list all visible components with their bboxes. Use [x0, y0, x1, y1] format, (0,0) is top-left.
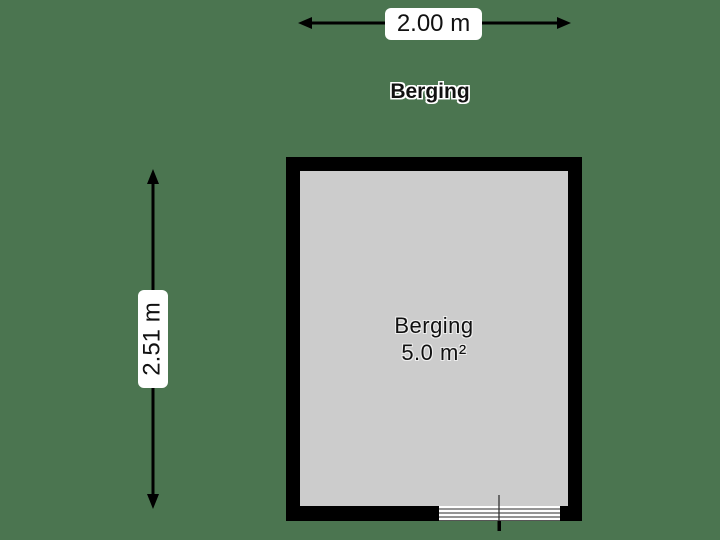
arrow-right-icon	[557, 17, 571, 29]
arrow-up-icon	[147, 169, 159, 184]
width-dimension-label: 2.00 m	[385, 8, 482, 40]
arrow-down-icon	[147, 494, 159, 509]
entrance-marker	[497, 495, 501, 531]
room-area: 5.0 m²	[401, 340, 467, 365]
room-berging[interactable]	[286, 157, 582, 521]
wall-segment	[560, 506, 582, 521]
room-label: Berging 5.0 m²	[300, 312, 568, 366]
height-dimension-label: 2.51 m	[138, 290, 168, 388]
height-value: 2.51 m	[139, 302, 166, 376]
width-value: 2.00 m	[396, 10, 471, 37]
room-name: Berging	[394, 313, 474, 338]
plan-title: Berging	[390, 80, 470, 103]
room-floor	[300, 171, 568, 506]
arrow-left-icon	[298, 17, 312, 29]
